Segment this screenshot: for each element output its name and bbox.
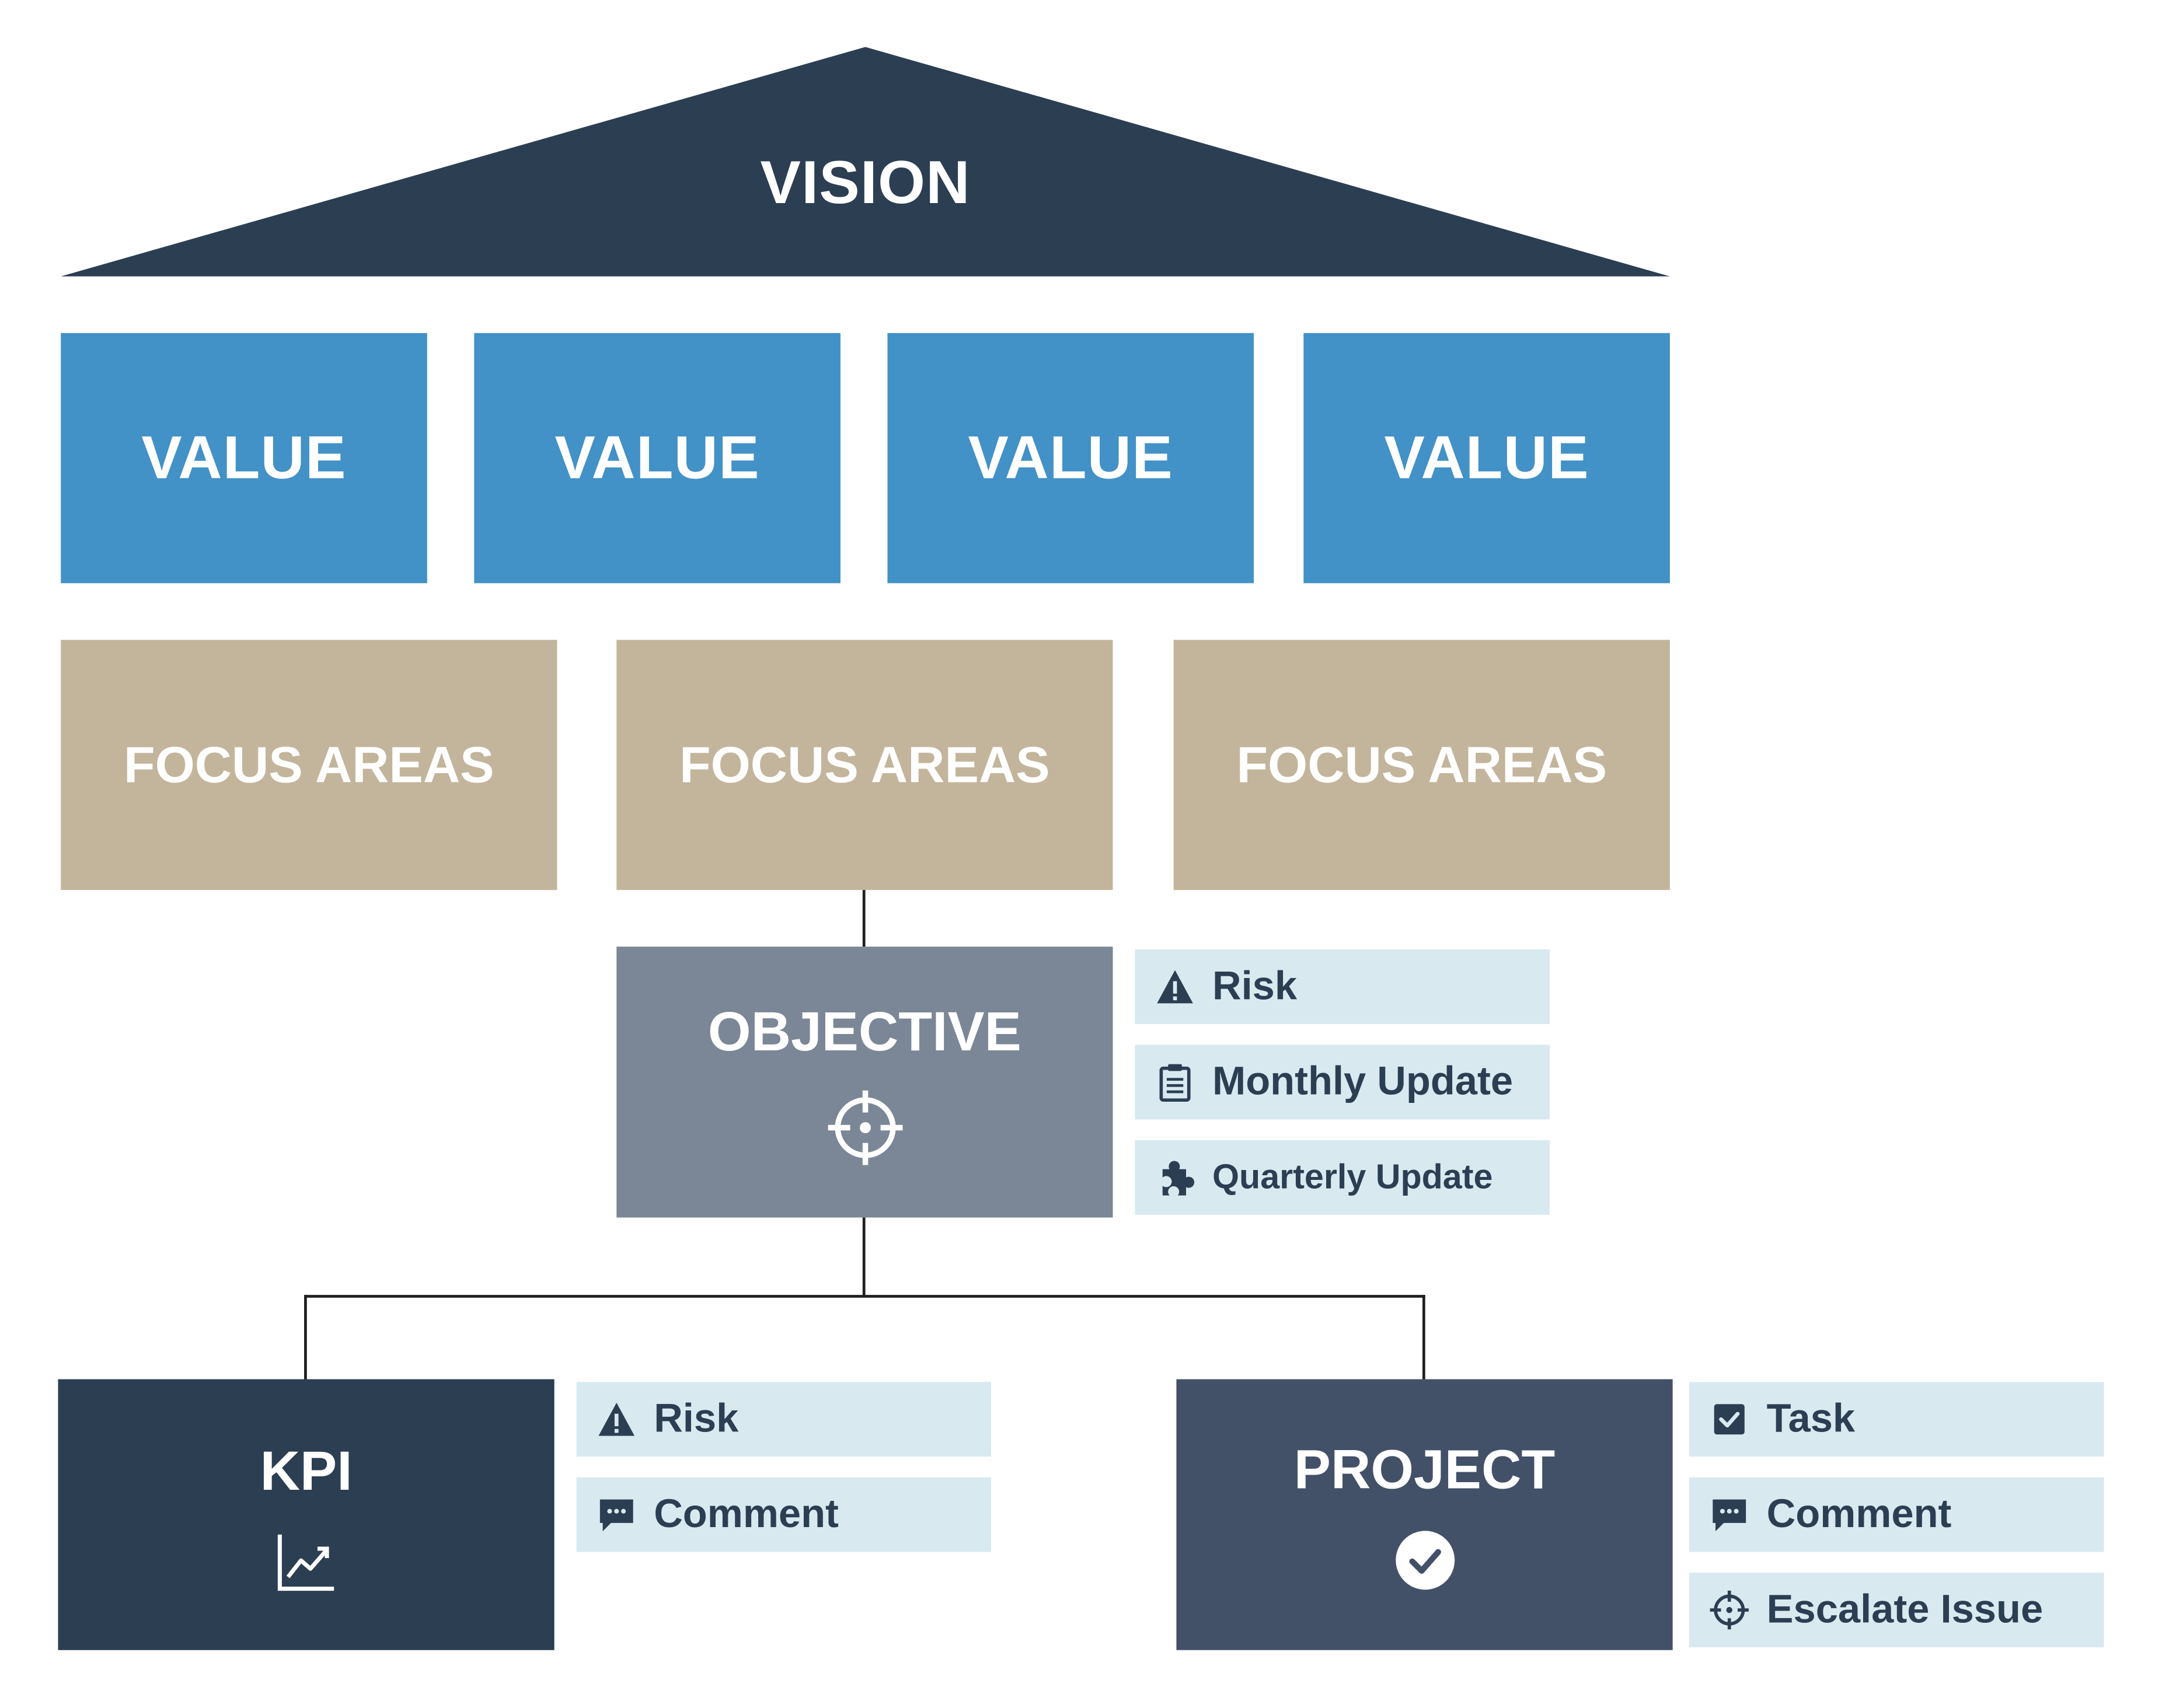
check-circle-icon xyxy=(1395,1531,1454,1590)
kpi-tag-risk: Risk xyxy=(576,1382,992,1457)
connector-horizontal xyxy=(304,1295,1425,1298)
focus-area-label: FOCUS AREAS xyxy=(1236,736,1607,793)
tag-label: Risk xyxy=(654,1396,739,1441)
tag-label: Task xyxy=(1766,1396,1856,1441)
vision-roof xyxy=(61,47,1670,277)
value-box-2: VALUE xyxy=(474,333,841,584)
warning-icon xyxy=(1157,970,1193,1004)
focus-area-box-3: FOCUS AREAS xyxy=(1173,640,1670,890)
clipboard-icon xyxy=(1159,1064,1191,1102)
objective-tag-risk: Risk xyxy=(1135,949,1550,1024)
project-tag-task: Task xyxy=(1689,1382,2104,1457)
focus-area-box-2: FOCUS AREAS xyxy=(616,640,1113,890)
kpi-tag-comment: Comment xyxy=(576,1477,992,1552)
project-tag-comment: Comment xyxy=(1689,1477,2104,1552)
objective-tag-quarterly-update: Quarterly Update xyxy=(1135,1140,1550,1215)
objective-title: OBJECTIVE xyxy=(707,1002,1021,1063)
value-label: VALUE xyxy=(1384,423,1589,491)
tag-label: Comment xyxy=(1766,1492,1952,1536)
comment-icon xyxy=(1713,1499,1746,1532)
project-box: PROJECT xyxy=(1176,1379,1673,1650)
value-label: VALUE xyxy=(968,423,1173,491)
value-box-4: VALUE xyxy=(1303,333,1670,584)
objective-tag-monthly-update: Monthly Update xyxy=(1135,1045,1550,1120)
tag-label: Escalate Issue xyxy=(1766,1587,2044,1632)
checkbox-icon xyxy=(1714,1404,1745,1435)
kpi-box: KPI xyxy=(58,1379,555,1650)
project-title: PROJECT xyxy=(1293,1440,1556,1501)
connector-to-kpi xyxy=(304,1295,307,1379)
tag-label: Risk xyxy=(1212,963,1298,1008)
connector-focus-objective xyxy=(862,890,866,947)
connector-objective-down xyxy=(862,1217,866,1297)
crosshair-icon xyxy=(1710,1590,1749,1630)
kpi-title: KPI xyxy=(260,1441,353,1503)
focus-area-label: FOCUS AREAS xyxy=(124,736,494,793)
project-tag-escalate-issue: Escalate Issue xyxy=(1689,1573,2104,1648)
tag-label: Quarterly Update xyxy=(1212,1157,1493,1196)
connector-to-project xyxy=(1422,1295,1425,1379)
value-label: VALUE xyxy=(141,423,347,491)
tag-label: Monthly Update xyxy=(1212,1059,1514,1104)
value-box-1: VALUE xyxy=(61,333,427,584)
value-label: VALUE xyxy=(555,423,760,491)
tag-label: Comment xyxy=(654,1492,839,1536)
puzzle-icon xyxy=(1162,1161,1195,1196)
line-chart-icon xyxy=(277,1534,333,1591)
warning-icon xyxy=(598,1402,635,1436)
focus-area-box-1: FOCUS AREAS xyxy=(61,640,557,890)
value-box-3: VALUE xyxy=(887,333,1254,584)
comment-icon xyxy=(599,1499,633,1532)
vision-label: VISION xyxy=(760,149,971,217)
objective-box: OBJECTIVE xyxy=(616,946,1113,1218)
crosshair-icon xyxy=(827,1090,902,1165)
focus-area-label: FOCUS AREAS xyxy=(679,736,1050,793)
